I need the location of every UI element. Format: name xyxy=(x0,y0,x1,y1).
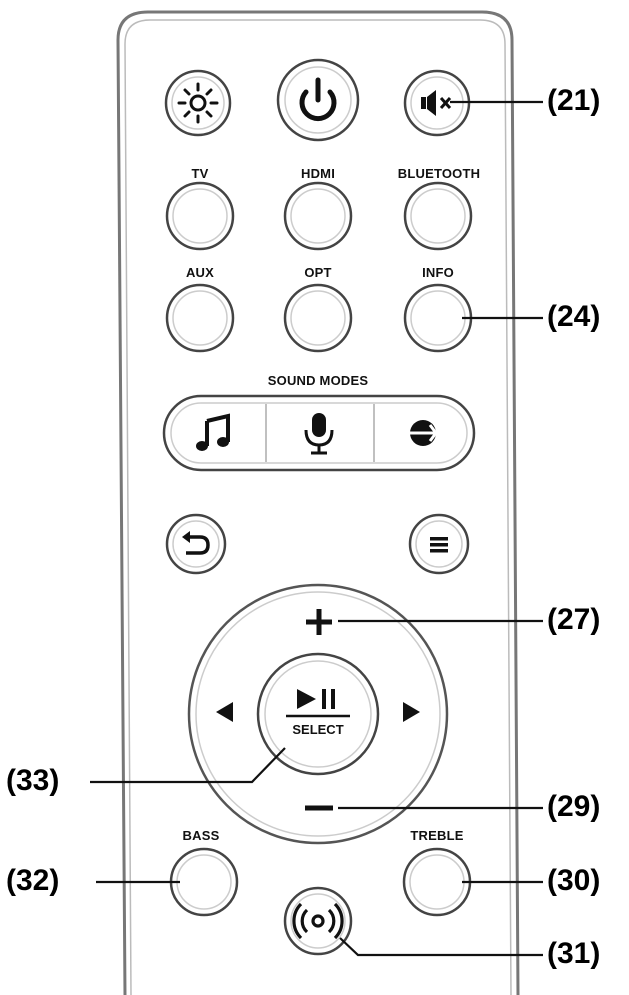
tv-button[interactable] xyxy=(165,181,235,251)
select-button[interactable] xyxy=(256,652,380,776)
bass-label: BASS xyxy=(182,828,220,843)
movie-mode-button[interactable] xyxy=(376,405,464,461)
info-label: INFO xyxy=(422,265,454,280)
left-button[interactable] xyxy=(216,702,233,722)
callout-lines xyxy=(90,100,543,957)
treble-label: TREBLE xyxy=(410,828,464,843)
menu-icon xyxy=(430,537,448,553)
opt-label: OPT xyxy=(304,265,332,280)
select-label: SELECT xyxy=(292,722,344,737)
bluetooth-button[interactable] xyxy=(403,181,473,251)
remote-inner-outline xyxy=(124,19,512,995)
music-note-icon xyxy=(196,413,230,451)
callout-24: (24) xyxy=(547,300,601,333)
power-icon xyxy=(299,77,337,122)
callout-line-33 xyxy=(90,747,286,784)
music-mode-button[interactable] xyxy=(176,405,264,461)
bluetooth-label: BLUETOOTH xyxy=(397,166,481,181)
callout-27: (27) xyxy=(547,603,601,636)
sound-modes-label: SOUND MODES xyxy=(267,373,369,388)
sun-icon xyxy=(177,82,219,124)
back-button[interactable] xyxy=(165,513,227,575)
mute-icon xyxy=(421,90,452,116)
opt-button[interactable] xyxy=(283,283,353,353)
volume-up-button[interactable] xyxy=(306,609,332,635)
plus-icon xyxy=(306,609,332,635)
bass-button[interactable] xyxy=(169,847,239,917)
left-arrow-icon xyxy=(216,702,233,722)
right-button[interactable] xyxy=(403,702,420,722)
movie-mode-icon xyxy=(410,420,439,446)
back-arrow-icon xyxy=(182,531,210,555)
voice-mode-button[interactable] xyxy=(268,405,372,461)
callout-31: (31) xyxy=(547,937,601,970)
surround-button[interactable] xyxy=(283,886,353,956)
brightness-button[interactable] xyxy=(164,69,232,137)
aux-button[interactable] xyxy=(165,283,235,353)
callout-32: (32) xyxy=(6,864,60,897)
treble-button[interactable] xyxy=(402,847,472,917)
info-button[interactable] xyxy=(403,283,473,353)
surround-sound-icon xyxy=(292,902,344,940)
right-arrow-icon xyxy=(403,702,420,722)
power-button[interactable] xyxy=(276,58,360,142)
hdmi-label: HDMI xyxy=(300,166,336,181)
menu-button[interactable] xyxy=(408,513,470,575)
callout-29: (29) xyxy=(547,790,601,823)
callout-33: (33) xyxy=(6,764,60,797)
play-pause-icon xyxy=(297,689,335,709)
hdmi-button[interactable] xyxy=(283,181,353,251)
callout-30: (30) xyxy=(547,864,601,897)
aux-label: AUX xyxy=(185,265,215,280)
callout-21: (21) xyxy=(547,84,601,117)
callout-line-31 xyxy=(339,937,543,957)
tv-label: TV xyxy=(191,166,209,181)
microphone-icon xyxy=(304,413,334,455)
remote-outline xyxy=(116,10,520,995)
